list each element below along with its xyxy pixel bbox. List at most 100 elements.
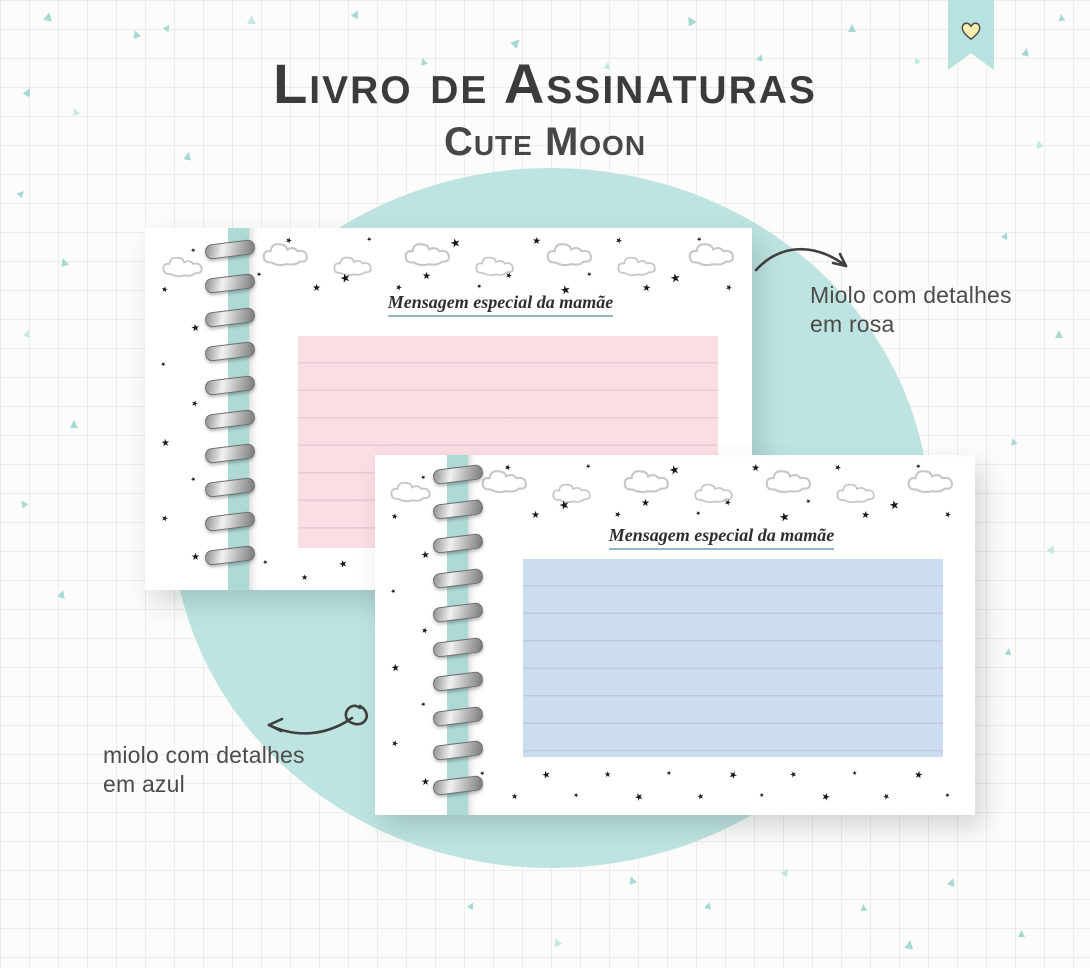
triangle-icon [70,420,78,428]
triangle-icon [627,875,637,885]
triangle-icon [1009,437,1018,446]
star-icon: ★ [255,270,264,280]
star-icon: ★ [851,770,858,778]
star-icon: ★ [860,509,871,522]
star-icon: ★ [913,769,924,782]
triangle-icon [19,499,29,509]
star-icon: ★ [190,475,198,484]
cloud-icon [764,467,816,495]
star-icon: ★ [540,768,553,783]
cloud-icon [474,254,518,277]
star-icon: ★ [788,769,799,780]
star-icon: ★ [584,463,593,471]
star-icon: ★ [696,791,705,802]
star-icon: ★ [694,510,703,518]
cloud-icon [835,481,879,504]
star-icon: ★ [666,461,681,479]
cloud-icon [616,254,660,277]
star-icon: ★ [420,549,431,562]
triangle-icon [351,9,362,20]
triangle-icon [23,329,32,338]
cloud-icon [403,240,455,268]
star-icon: ★ [640,497,651,510]
star-icon: ★ [159,361,168,370]
triangle-icon [1047,544,1058,555]
cloud-icon [551,481,595,504]
star-icon: ★ [311,282,322,295]
star-icon: ★ [390,511,400,522]
cloud-icon [687,240,739,268]
triangle-icon [704,901,713,910]
star-icon: ★ [421,270,432,283]
star-icon: ★ [420,777,431,789]
star-icon: ★ [585,271,594,279]
star-icon: ★ [632,790,646,805]
cloud-icon [261,240,313,268]
star-icon: ★ [390,663,401,675]
star-icon: ★ [190,551,201,563]
star-icon: ★ [603,769,612,780]
star-icon: ★ [804,498,813,506]
triangle-icon [57,589,67,599]
triangle-icon [43,11,54,22]
triangle-icon [684,14,696,26]
annotation-left-line1: miolo com detalhes [103,742,305,768]
star-icon: ★ [558,282,572,298]
star-icon: ★ [389,587,398,596]
star-icon: ★ [832,461,843,474]
triangle-icon [1004,647,1012,655]
star-icon: ★ [337,557,350,572]
star-icon: ★ [668,270,682,286]
cloud-icon [389,479,435,503]
triangle-icon [904,939,914,949]
star-icon: ★ [530,509,541,522]
triangle-icon [1018,930,1025,937]
lined-panel-blue [523,559,943,757]
star-icon: ★ [572,792,580,800]
cloud-icon [622,467,674,495]
triangle-icon [17,189,27,199]
star-icon: ★ [819,790,832,805]
heart-icon [960,21,982,46]
star-icon: ★ [612,509,623,520]
page-subtitle: Cute Moon [443,120,647,164]
doodle-arrow-right-icon [754,247,848,272]
star-icon: ★ [665,770,672,778]
star-icon: ★ [887,497,901,513]
notebook-page-blue: Mensagem especial da mamãe ★★★★★★★★★★★★★… [468,455,975,815]
triangle-icon [780,866,791,877]
notebook-blue: ★★★★★★★★★ Mensagem especial da mamãe ★★★… [375,455,975,815]
star-icon: ★ [159,512,170,524]
star-icon: ★ [777,509,791,525]
star-icon: ★ [726,768,740,783]
triangle-icon [1055,330,1063,338]
star-icon: ★ [337,269,352,287]
triangle-icon [1001,231,1010,240]
triangle-icon [247,15,256,24]
star-icon: ★ [420,624,430,636]
star-icon: ★ [300,572,309,583]
star-icon: ★ [365,236,374,244]
annotation-right-line2: em rosa [810,310,895,337]
page-heading-text: Mensagem especial da mamãe [387,292,614,317]
doodle-arrow-left-icon [267,704,368,735]
star-icon: ★ [261,559,270,567]
triangle-icon [59,257,69,267]
annotation-left: miolo com detalhes em azul [103,741,305,799]
star-icon: ★ [556,496,571,514]
cloud-icon [480,467,532,495]
triangle-icon [510,36,523,49]
triangle-icon [1057,13,1065,21]
cloud-icon [161,254,207,278]
annotation-right: Miolo com detalhes em rosa [810,281,1012,339]
star-icon: ★ [944,792,952,800]
cloud-icon [545,240,597,268]
star-icon: ★ [190,322,201,335]
star-icon: ★ [942,508,953,521]
annotation-left-line2: em azul [103,770,185,797]
star-icon: ★ [190,398,200,410]
triangle-icon [163,23,173,33]
triangle-icon [131,29,141,39]
star-icon: ★ [389,738,400,750]
star-icon: ★ [758,792,765,800]
